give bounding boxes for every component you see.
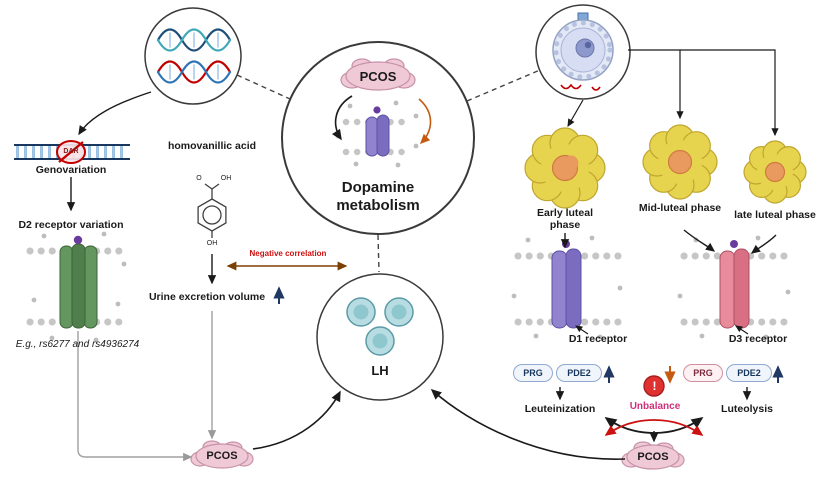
hva-label: homovanillic acid <box>167 140 257 152</box>
d2-variation-label: D2 receptor variation <box>18 219 124 231</box>
pcos-left-label: PCOS <box>206 450 238 462</box>
lh-cells-icon <box>346 297 414 356</box>
dopamine-receptor-icon <box>332 95 432 168</box>
genovariation-label: Genovariation <box>35 164 107 176</box>
chem-oh-top-label: OH <box>220 175 232 182</box>
snp-example-label: E.g., rs6277 and rs4936274 <box>15 339 140 350</box>
leuteinization-label: Leuteinization <box>524 403 596 415</box>
prg-pill-left: PRG <box>513 364 553 382</box>
connectors <box>66 49 784 462</box>
mid-phase-label: Mid-luteal phase <box>638 202 722 214</box>
chem-o-label: O <box>196 175 202 182</box>
membrane-d1-icon <box>511 235 626 340</box>
follicle-mid-icon <box>642 124 718 200</box>
gene-bar-icon <box>14 140 130 164</box>
urine-label: Urine excretion volume <box>148 291 266 303</box>
center-pcos-label: PCOS <box>359 69 397 84</box>
pde2-pill-right: PDE2 <box>726 364 772 382</box>
pcos-right-label: PCOS <box>637 451 669 463</box>
dopamine-title: Dopamine metabolism <box>336 179 420 214</box>
exclamation-mark: ! <box>652 379 657 393</box>
membrane-d3-icon <box>677 235 792 340</box>
oocyte-icon <box>552 12 614 91</box>
prg-pill-right: PRG <box>683 364 723 382</box>
pde2-pill-left: PDE2 <box>556 364 602 382</box>
unbalance-label: Unbalance <box>629 401 681 412</box>
follicle-early-icon <box>524 127 606 209</box>
homovanillic-acid-structure <box>197 183 227 238</box>
negative-correlation-label: Negative correlation <box>249 249 327 258</box>
warning-icon <box>643 375 665 397</box>
membrane-d2-icon <box>26 231 132 343</box>
follicle-late-icon <box>743 140 807 204</box>
chem-oh-bottom-label: OH <box>206 240 218 247</box>
pcos-blob-right <box>621 441 685 470</box>
dar-label: DAR <box>63 148 79 155</box>
luteolysis-label: Luteolysis <box>721 403 773 415</box>
pcos-blob-center <box>340 58 416 91</box>
late-phase-label: late luteal phase <box>734 209 816 221</box>
d1-receptor-label: D1 receptor <box>568 333 628 345</box>
pcos-blob-left <box>190 440 254 469</box>
d3-receptor-label: D3 receptor <box>728 333 788 345</box>
dna-icon <box>156 28 232 84</box>
early-phase-label: Early luteal phase <box>536 207 594 232</box>
lh-label: LH <box>371 363 389 378</box>
